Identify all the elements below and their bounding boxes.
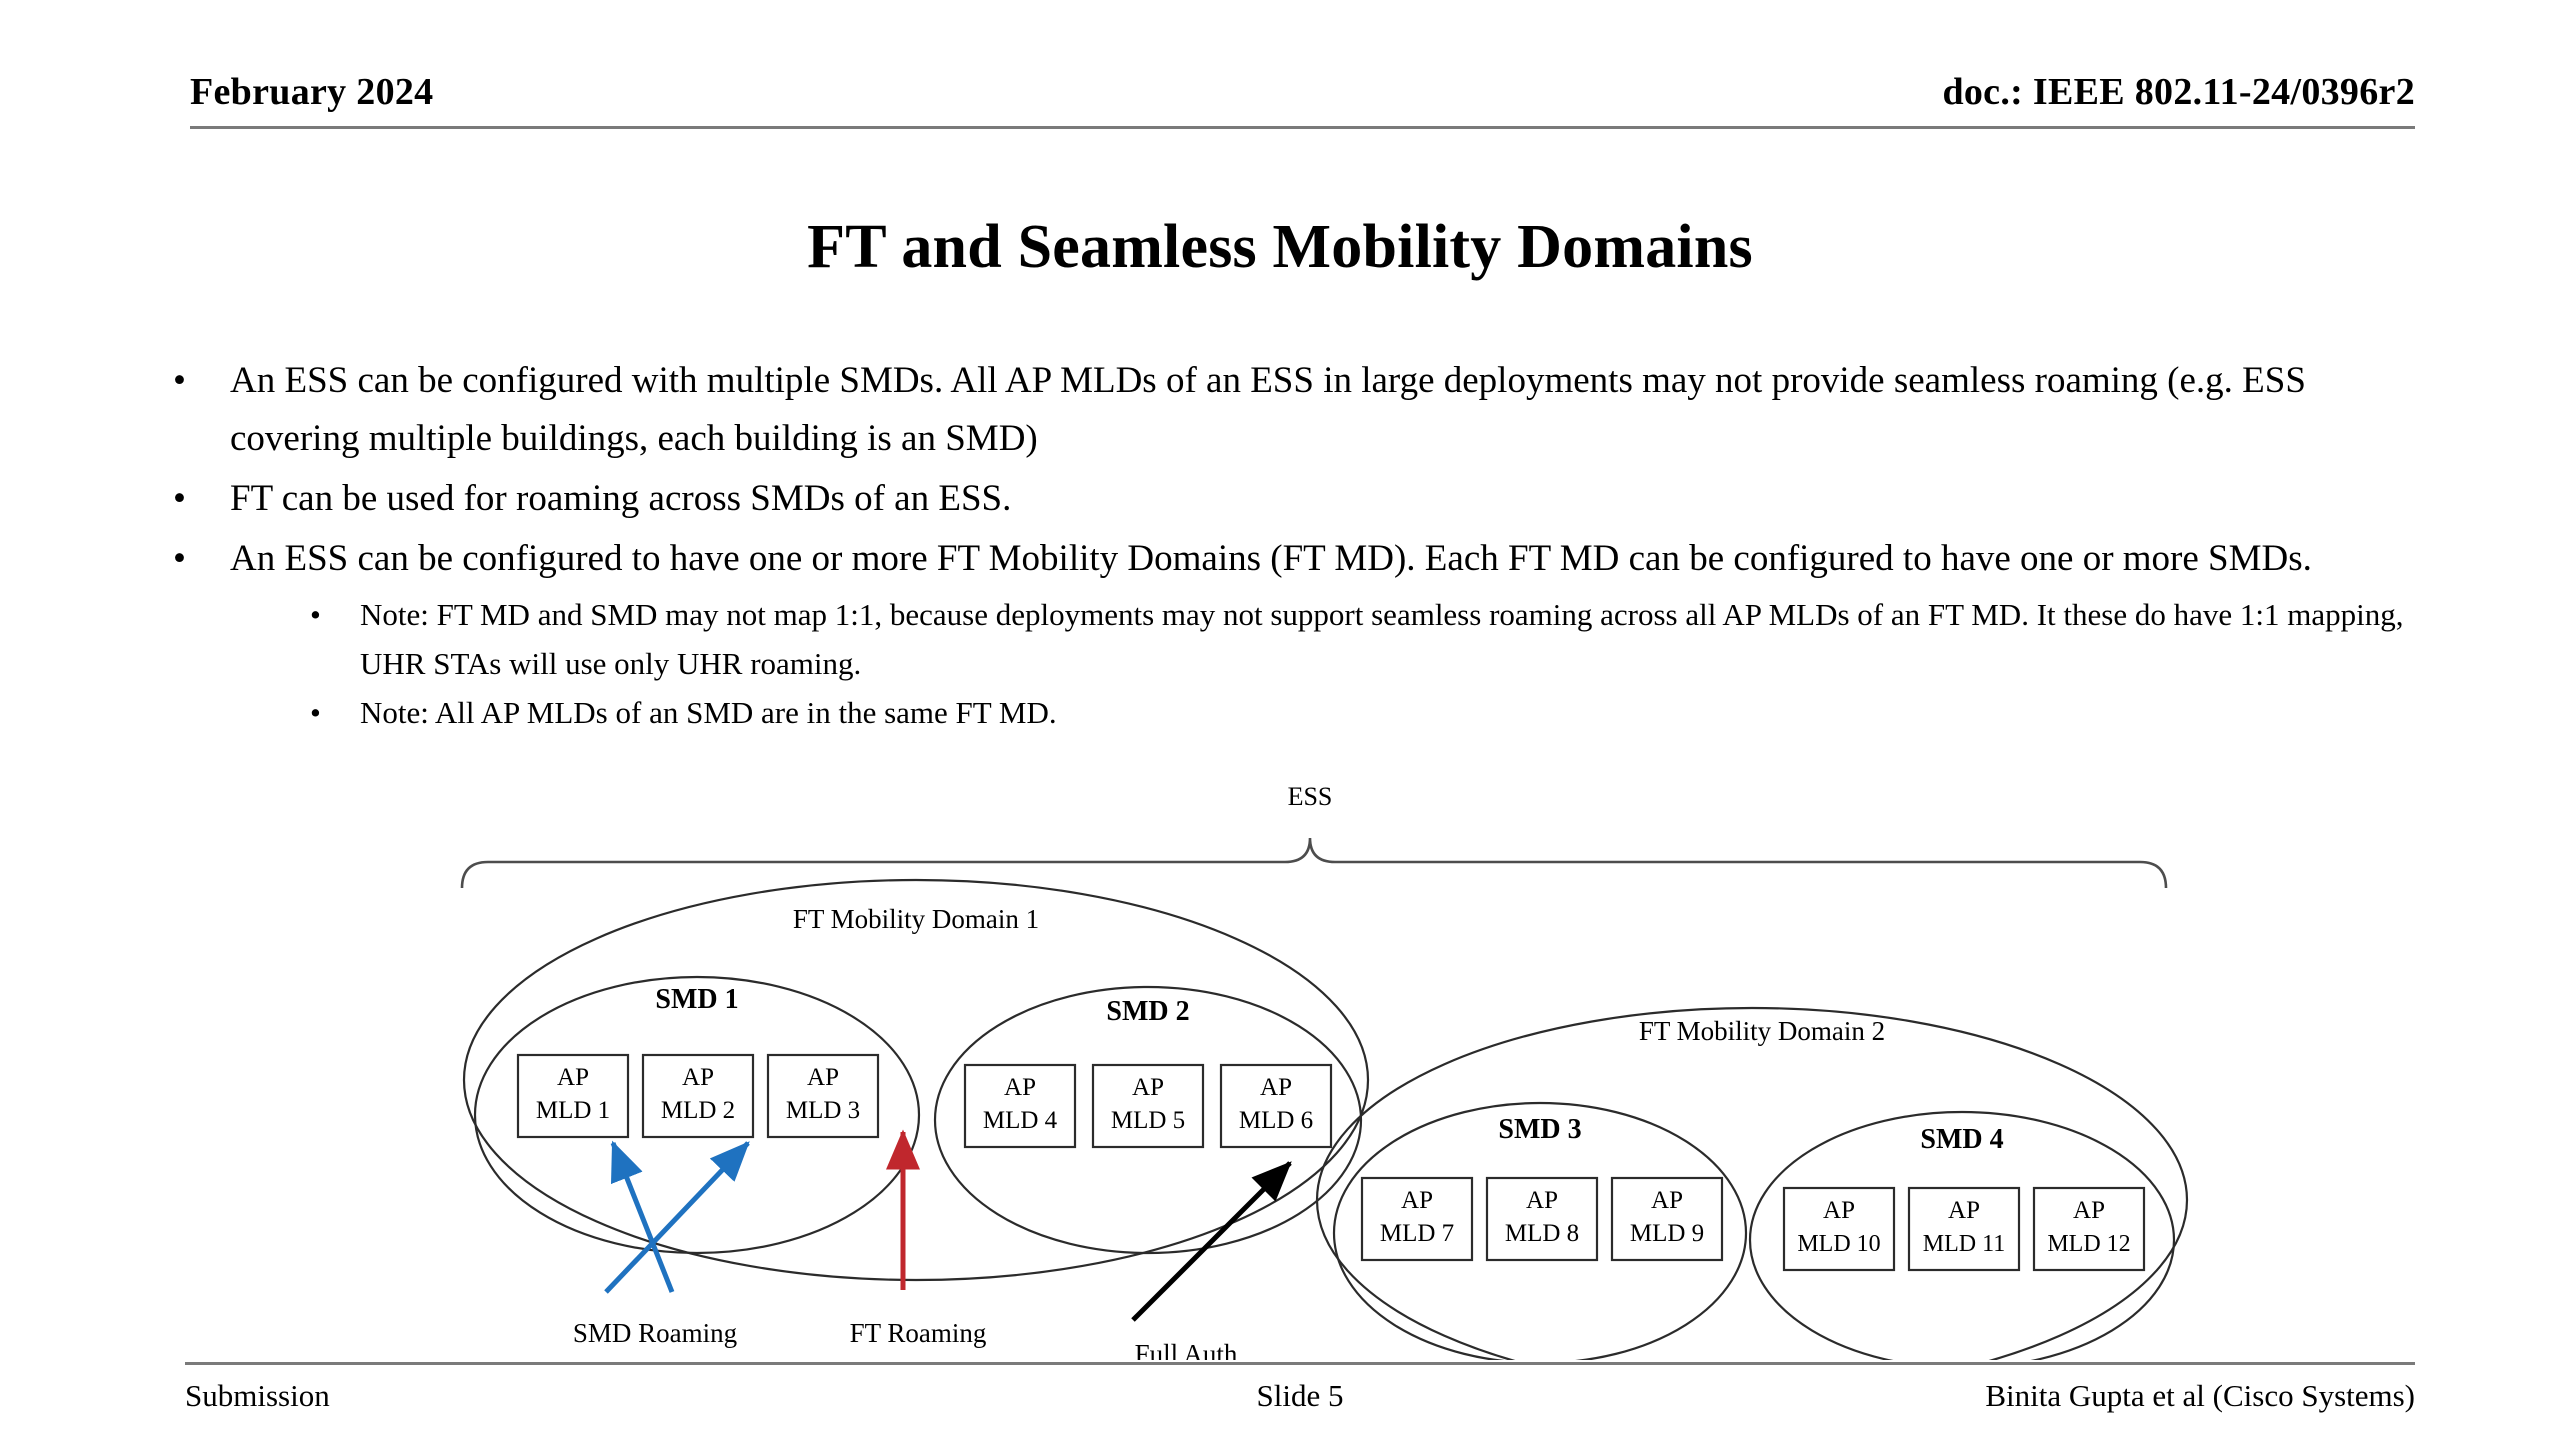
smd-3-label: SMD 3 xyxy=(1498,1114,1581,1145)
bullet-item-2: • FT can be used for roaming across SMDs… xyxy=(160,470,2410,528)
ess-brace xyxy=(460,837,2168,889)
ap-mld-7-line1: AP xyxy=(1401,1187,1433,1214)
ap-mld-9-line1: AP xyxy=(1651,1187,1683,1214)
ap-mld-1-line2: MLD 1 xyxy=(536,1097,610,1124)
footer-divider xyxy=(185,1362,2415,1365)
ap-mld-10-line2: MLD 10 xyxy=(1797,1231,1880,1257)
ap-mld-2-box: AP MLD 2 xyxy=(641,1053,755,1139)
bullet-dot-icon: • xyxy=(173,360,186,401)
ap-mld-11-line2: MLD 11 xyxy=(1923,1231,2005,1257)
ap-mld-7-box: AP MLD 7 xyxy=(1360,1176,1474,1262)
bullet-text-2: FT can be used for roaming across SMDs o… xyxy=(230,478,1012,519)
full-auth-roaming-arrow xyxy=(1131,1161,1292,1322)
ap-mld-1-box: AP MLD 1 xyxy=(516,1053,630,1139)
ap-mld-6-box: AP MLD 6 xyxy=(1219,1063,1333,1149)
footer-slide-number: Slide 5 xyxy=(1256,1378,1344,1413)
ap-mld-11-box: AP MLD 11 xyxy=(1907,1186,2021,1272)
smd-1-label: SMD 1 xyxy=(655,984,738,1015)
bullet-item-1: • An ESS can be configured with multiple… xyxy=(160,352,2410,468)
ap-mld-3-line1: AP xyxy=(807,1064,839,1091)
header-date: February 2024 xyxy=(190,71,434,113)
ap-mld-11-line1: AP xyxy=(1948,1197,1980,1224)
ft-roaming-label: FT Roaming xyxy=(850,1318,987,1348)
ap-mld-3-box: AP MLD 3 xyxy=(766,1053,880,1139)
bullet-text-1: An ESS can be configured with multiple S… xyxy=(230,360,2306,459)
mobility-domain-diagram: ESS FT Mobility Domain 1 SMD 1 AP MLD 1 … xyxy=(0,780,2560,1360)
header-divider xyxy=(190,126,2415,129)
ap-mld-1-line1: AP xyxy=(557,1064,589,1091)
bullet-dot-icon: • xyxy=(310,695,321,730)
ap-mld-9-box: AP MLD 9 xyxy=(1610,1176,1724,1262)
page-title: FT and Seamless Mobility Domains xyxy=(807,213,1753,281)
bullet-dot-icon: • xyxy=(173,478,186,519)
ap-mld-4-box: AP MLD 4 xyxy=(963,1063,1077,1149)
bullet-text-3: An ESS can be configured to have one or … xyxy=(230,538,2312,579)
bullet-dot-icon: • xyxy=(173,538,186,579)
ap-mld-12-box: AP MLD 12 xyxy=(2032,1186,2146,1272)
ap-mld-12-line2: MLD 12 xyxy=(2047,1231,2130,1257)
bullet-list: • An ESS can be configured with multiple… xyxy=(160,352,2410,737)
smd-2-label: SMD 2 xyxy=(1106,996,1189,1027)
ap-mld-2-line1: AP xyxy=(682,1064,714,1091)
ap-mld-8-line2: MLD 8 xyxy=(1505,1220,1579,1247)
ap-mld-8-box: AP MLD 8 xyxy=(1485,1176,1599,1262)
ft-domain-2-label: FT Mobility Domain 2 xyxy=(1639,1016,1885,1046)
footer-authors: Binita Gupta et al (Cisco Systems) xyxy=(1985,1378,2415,1413)
ap-mld-8-line1: AP xyxy=(1526,1187,1558,1214)
smd-roaming-arrow-1 xyxy=(610,1140,675,1293)
ess-label: ESS xyxy=(1288,782,1333,811)
smd-4-label: SMD 4 xyxy=(1920,1124,2003,1155)
ft-domain-2-ellipse xyxy=(1316,1006,2188,1360)
smd-3-ellipse xyxy=(1332,1101,1748,1360)
smd-roaming-arrow-2 xyxy=(604,1141,750,1294)
bullet-text-5: Note: All AP MLDs of an SMD are in the s… xyxy=(360,695,1057,730)
ap-mld-5-box: AP MLD 5 xyxy=(1091,1063,1205,1149)
smd-1-ellipse xyxy=(473,975,921,1255)
ap-mld-6-line2: MLD 6 xyxy=(1239,1107,1313,1134)
bullet-item-4: • Note: FT MD and SMD may not map 1:1, b… xyxy=(160,590,2410,688)
smd-roaming-label: SMD Roaming xyxy=(573,1318,737,1348)
ft-domain-1-ellipse xyxy=(462,878,1370,1282)
ap-mld-2-line2: MLD 2 xyxy=(661,1097,735,1124)
ap-mld-3-line2: MLD 3 xyxy=(786,1097,860,1124)
slide-footer: Submission Slide 5 Binita Gupta et al (C… xyxy=(185,1378,2415,1422)
smd-2-ellipse xyxy=(933,985,1363,1255)
bullet-item-3: • An ESS can be configured to have one o… xyxy=(160,530,2410,588)
header-doc-number: doc.: IEEE 802.11-24/0396r2 xyxy=(1942,71,2415,113)
ap-mld-10-line1: AP xyxy=(1823,1197,1855,1224)
ap-mld-9-line2: MLD 9 xyxy=(1630,1220,1704,1247)
bullet-text-4: Note: FT MD and SMD may not map 1:1, bec… xyxy=(360,597,2404,681)
ap-mld-4-line2: MLD 4 xyxy=(983,1107,1058,1134)
ft-domain-1-label: FT Mobility Domain 1 xyxy=(793,904,1039,934)
ap-mld-4-line1: AP xyxy=(1004,1074,1036,1101)
ap-mld-7-line2: MLD 7 xyxy=(1380,1220,1454,1247)
smd-4-ellipse xyxy=(1748,1110,2176,1360)
ap-mld-10-box: AP MLD 10 xyxy=(1782,1186,1896,1272)
bullet-item-5: • Note: All AP MLDs of an SMD are in the… xyxy=(160,688,2410,737)
ap-mld-5-line2: MLD 5 xyxy=(1111,1107,1185,1134)
footer-submission: Submission xyxy=(185,1378,330,1413)
slide-header: February 2024 doc.: IEEE 802.11-24/0396r… xyxy=(190,70,2415,120)
ap-mld-6-line1: AP xyxy=(1260,1074,1292,1101)
ap-mld-12-line1: AP xyxy=(2073,1197,2105,1224)
bullet-dot-icon: • xyxy=(310,597,321,632)
ap-mld-5-line1: AP xyxy=(1132,1074,1164,1101)
full-auth-roaming-label-line1: Full Auth xyxy=(1135,1339,1238,1360)
